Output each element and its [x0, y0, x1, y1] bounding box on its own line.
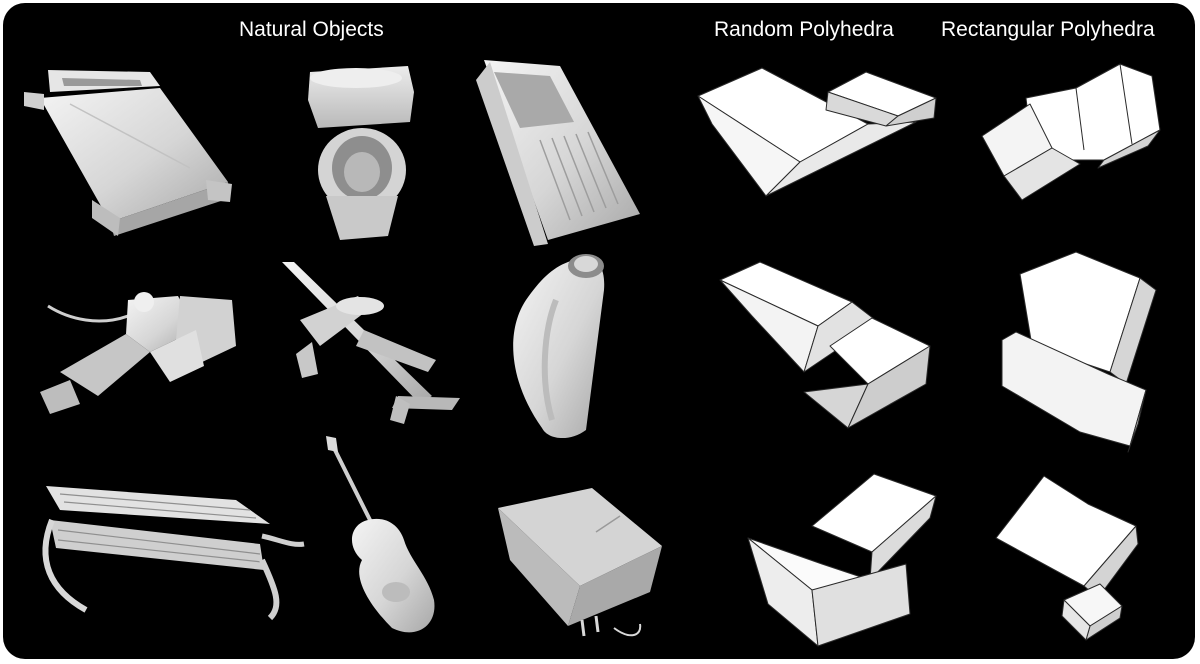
bed-icon	[24, 70, 232, 236]
random-polyhedron-3	[747, 473, 937, 647]
guitar-icon	[326, 436, 435, 633]
toilet-icon	[308, 66, 414, 240]
rectangular-polyhedron-3	[995, 475, 1139, 641]
bench-icon	[42, 486, 305, 621]
sink-icon	[476, 60, 640, 246]
random-polyhedron-2	[719, 261, 931, 429]
astronaut-icon	[40, 292, 236, 414]
rectangular-polyhedra-heading: Rectangular Polyhedra	[941, 18, 1155, 41]
rectangular-polyhedron-1	[981, 63, 1161, 201]
appliance-icon	[498, 488, 662, 637]
bottle-icon	[513, 254, 605, 439]
random-polyhedron-1	[697, 67, 937, 197]
airplane-icon	[282, 262, 460, 424]
rectangular-polyhedron-2	[1001, 251, 1157, 453]
natural-objects-heading: Natural Objects	[239, 18, 384, 41]
random-polyhedra-heading: Random Polyhedra	[714, 18, 894, 41]
